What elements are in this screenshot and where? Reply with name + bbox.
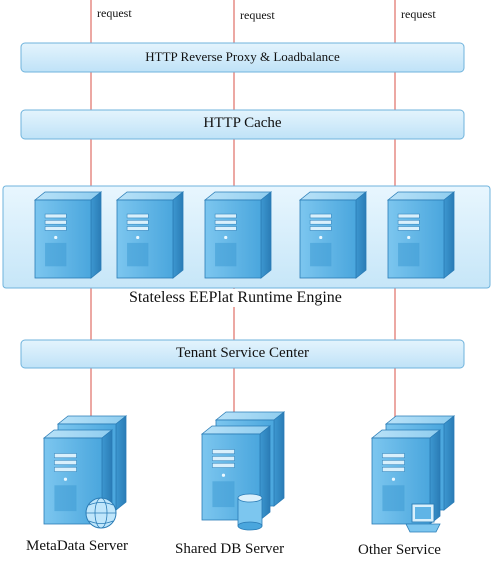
- database-icon: [237, 493, 263, 531]
- shared-db-server-label: Shared DB Server: [175, 541, 285, 557]
- metadata-server-icon-front: [42, 429, 114, 525]
- other-service-label: Other Service: [358, 542, 441, 558]
- proxy-label: HTTP Reverse Proxy & Loadbalance: [145, 49, 340, 64]
- engine-label: Stateless EEPlat Runtime Engine: [126, 289, 345, 307]
- backend-servers: [42, 411, 456, 533]
- engine-server-2: [115, 191, 185, 279]
- tenant-label: Tenant Service Center: [175, 345, 310, 361]
- request-label-2: request: [240, 8, 275, 22]
- computer-icon: [405, 503, 441, 533]
- other-service-icon: [370, 415, 456, 525]
- cache-label: HTTP Cache: [203, 115, 282, 131]
- request-label-1: request: [97, 6, 132, 20]
- metadata-server-label: MetaData Server: [26, 538, 129, 554]
- cache-band: [20, 109, 465, 140]
- shared-db-server-icon: [200, 411, 286, 521]
- engine-servers: [33, 191, 456, 279]
- engine-server-5: [386, 191, 456, 279]
- tenant-band: [20, 339, 465, 369]
- globe-icon: [85, 497, 117, 529]
- engine-server-3: [203, 191, 273, 279]
- request-label-3: request: [401, 7, 436, 21]
- shared-db-server-icon-front: [200, 425, 272, 521]
- proxy-band: [20, 42, 465, 73]
- engine-server-4: [298, 191, 368, 279]
- metadata-server-icon: [42, 415, 128, 525]
- engine-server-1: [33, 191, 103, 279]
